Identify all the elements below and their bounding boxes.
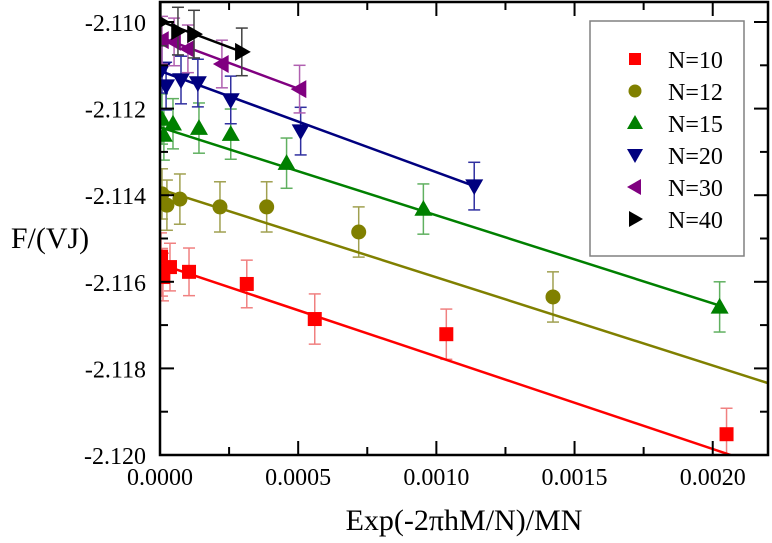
y-tick-label: -2.118: [85, 357, 146, 383]
series-n-15: [160, 93, 729, 333]
triangle-up-marker-icon: [710, 297, 729, 314]
series-n-12: [160, 168, 768, 385]
legend-item: N=15: [627, 112, 723, 138]
triangle-up-marker-icon: [277, 154, 296, 170]
y-tick-label: -2.112: [85, 98, 146, 124]
plot-area: [160, 2, 768, 455]
square-marker-icon: [160, 270, 170, 285]
triangle-down-marker-icon: [188, 76, 207, 93]
triangle-right-marker-icon: [629, 211, 643, 227]
circle-marker-icon: [160, 197, 175, 213]
y-axis-title: F/(VJ): [11, 222, 89, 255]
legend-item: N=20: [627, 144, 723, 170]
fit-line: [160, 35, 300, 91]
triangle-down-marker-icon: [221, 93, 240, 109]
x-tick-label: 0.0000: [127, 465, 193, 491]
fit-line: [160, 126, 721, 307]
circle-marker-icon: [212, 199, 228, 215]
circle-marker-icon: [545, 289, 561, 305]
legend-label: N=12: [668, 80, 723, 106]
legend-label: N=10: [668, 48, 723, 74]
x-tick-label: 0.0010: [403, 465, 469, 491]
circle-marker-icon: [351, 224, 367, 240]
circle-marker-icon: [172, 191, 188, 207]
square-marker-icon: [239, 276, 254, 291]
fit-line: [160, 187, 768, 385]
legend-label: N=15: [668, 112, 723, 138]
y-axis-ticks: -2.110 -2.112 -2.114 -2.116 -2.118 -2.120: [84, 11, 768, 470]
triangle-left-marker-icon: [212, 55, 229, 74]
triangle-down-marker-icon: [465, 179, 484, 196]
plot-frame: [158, 0, 770, 457]
fit-line: [160, 69, 475, 188]
square-marker-icon: [162, 260, 177, 275]
legend-label: N=30: [668, 176, 723, 202]
y-tick-label: -2.116: [85, 271, 146, 297]
triangle-up-marker-icon: [163, 114, 182, 131]
triangle-right-marker-icon: [235, 42, 251, 61]
y-tick-label: -2.114: [85, 184, 146, 210]
triangle-left-marker-icon: [178, 39, 195, 58]
series-n-40: [160, 2, 251, 77]
legend-label: N=40: [668, 208, 723, 234]
triangle-right-marker-icon: [187, 25, 203, 44]
square-marker-icon: [307, 312, 322, 327]
x-axis-title: Exp(-2πhM/N)/MN: [346, 504, 583, 537]
legend: N=10N=12N=15N=20N=30N=40: [589, 20, 745, 257]
triangle-up-marker-icon: [414, 200, 433, 216]
square-marker-icon: [719, 427, 734, 442]
fit-line: [160, 262, 732, 455]
triangle-left-marker-icon: [290, 80, 307, 99]
triangle-down-marker-icon: [160, 79, 176, 96]
triangle-up-marker-icon: [160, 126, 173, 142]
x-tick-label: 0.0015: [542, 465, 608, 491]
square-marker-icon: [182, 264, 197, 279]
y-tick-label: -2.120: [84, 444, 146, 470]
x-tick-label: 0.0020: [680, 465, 746, 491]
triangle-left-marker-icon: [165, 32, 181, 51]
circle-marker-icon: [259, 199, 275, 215]
circle-marker-icon: [628, 84, 642, 98]
triangle-left-marker-icon: [160, 31, 169, 50]
triangle-up-marker-icon: [627, 115, 643, 129]
y-tick-label: -2.110: [85, 11, 146, 37]
triangle-up-marker-icon: [221, 125, 240, 141]
legend-item: N=40: [629, 208, 723, 234]
triangle-down-marker-icon: [172, 73, 191, 90]
square-marker-icon: [439, 327, 454, 342]
triangle-right-marker-icon: [171, 22, 187, 41]
triangle-up-marker-icon: [160, 109, 171, 126]
x-tick-label: 0.0005: [265, 465, 331, 491]
series-n-10: [160, 232, 734, 455]
legend-item: N=12: [628, 80, 723, 106]
x-axis-ticks: 0.0000 0.0005 0.0010 0.0015 0.0020: [127, 2, 746, 491]
square-marker-icon: [629, 53, 641, 65]
legend-item: N=10: [629, 48, 723, 74]
triangle-down-marker-icon: [627, 149, 643, 163]
triangle-left-marker-icon: [627, 179, 641, 195]
triangle-down-marker-icon: [291, 124, 310, 141]
circle-marker-icon: [160, 186, 170, 202]
legend-item: N=30: [627, 176, 723, 202]
legend-label: N=20: [668, 144, 723, 170]
square-marker-icon: [160, 249, 168, 264]
legend-box: [589, 20, 745, 257]
triangle-up-marker-icon: [189, 119, 208, 135]
